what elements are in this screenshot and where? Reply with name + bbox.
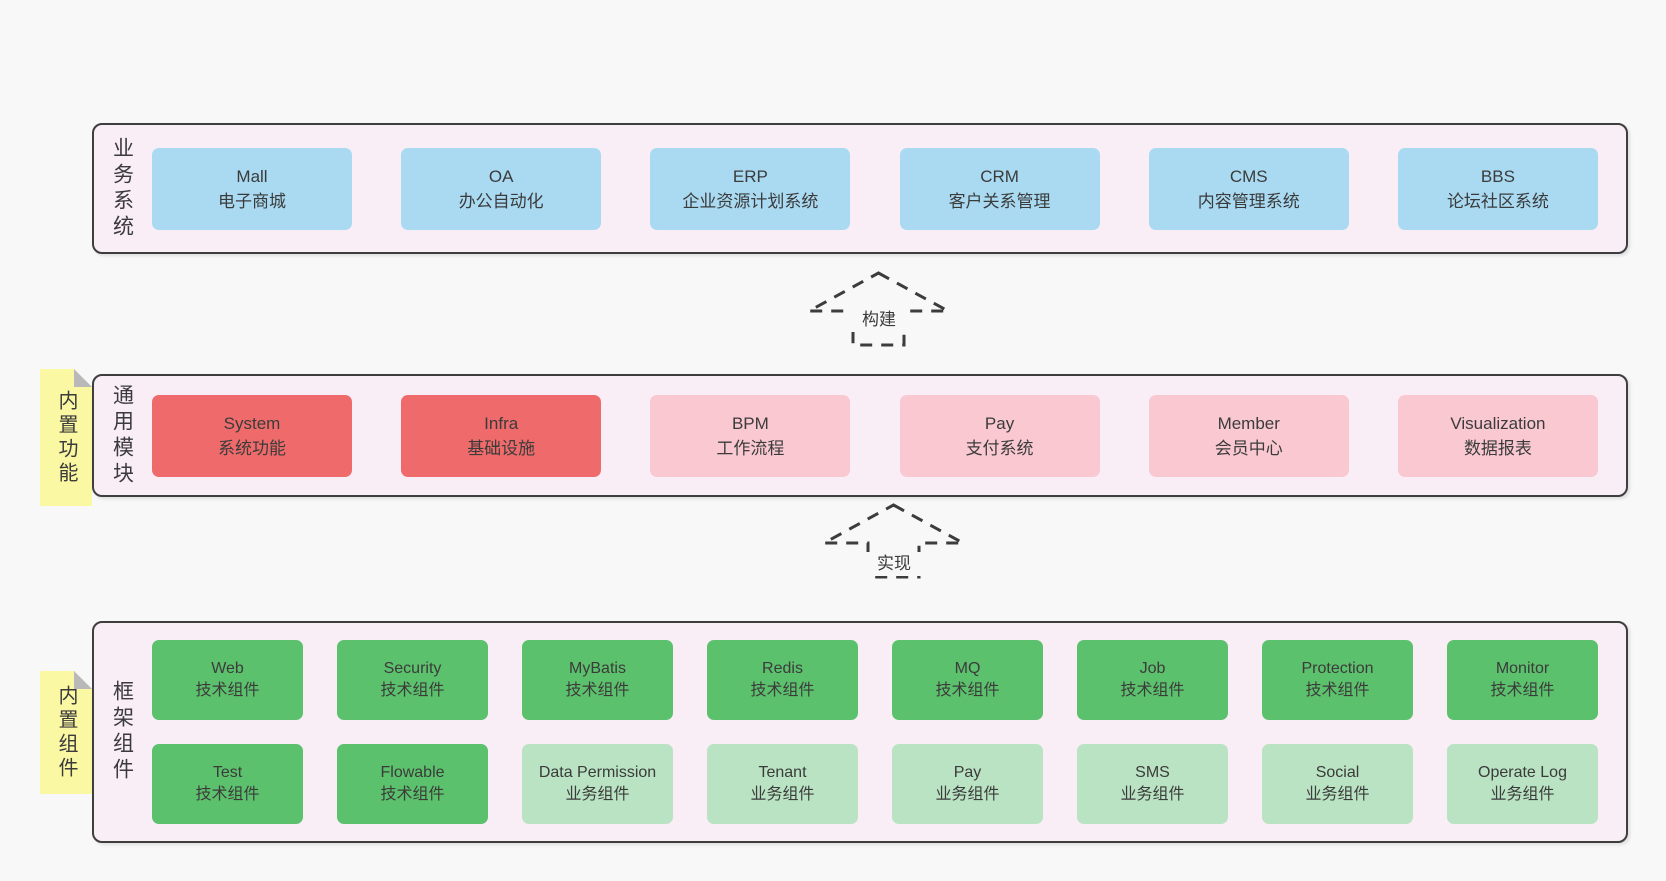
node-pay-business[interactable]: Pay 业务组件 <box>892 744 1043 824</box>
implement-arrow-icon <box>823 503 964 579</box>
node-operate-log[interactable]: Operate Log 业务组件 <box>1447 744 1598 824</box>
layer-framework-components: 框架组件 Web 技术组件 Security 技术组件 MyBatis 技术组件… <box>92 621 1628 843</box>
framework-components-grid: Web 技术组件 Security 技术组件 MyBatis 技术组件 Redi… <box>152 640 1598 824</box>
arrow-label-build: 构建 <box>851 308 907 332</box>
node-crm[interactable]: CRM 客户关系管理 <box>899 147 1100 230</box>
folded-corner-icon <box>74 369 92 387</box>
arrow-label-implement: 实现 <box>866 552 922 576</box>
layer-label-business-systems: 业务系统 <box>110 136 134 241</box>
node-flowable[interactable]: Flowable 技术组件 <box>337 744 488 824</box>
node-security[interactable]: Security 技术组件 <box>337 640 488 720</box>
layer-common-modules: 通用模块 System 系统功能 Infra 基础设施 BPM 工作流程 Pay… <box>92 374 1628 497</box>
node-protection[interactable]: Protection 技术组件 <box>1262 640 1413 720</box>
node-sms[interactable]: SMS 业务组件 <box>1077 744 1228 824</box>
node-monitor[interactable]: Monitor 技术组件 <box>1447 640 1598 720</box>
build-arrow-icon <box>808 271 949 347</box>
business-systems-row: Mall 电子商城 OA 办公自动化 ERP 企业资源计划系统 CRM 客户关系… <box>152 147 1598 230</box>
layer-label-common-modules: 通用模块 <box>110 383 134 488</box>
node-pay[interactable]: Pay 支付系统 <box>899 394 1100 477</box>
sticky-note-built-in-components[interactable]: 内置组件 <box>40 671 92 794</box>
sticky-note-label: 内置组件 <box>55 684 77 781</box>
framework-components-row-2: Test 技术组件 Flowable 技术组件 Data Permission … <box>152 744 1598 824</box>
node-test[interactable]: Test 技术组件 <box>152 744 303 824</box>
node-redis[interactable]: Redis 技术组件 <box>707 640 858 720</box>
node-erp[interactable]: ERP 企业资源计划系统 <box>650 147 851 230</box>
sticky-note-label: 内置功能 <box>55 389 77 486</box>
layer-business-systems: 业务系统 Mall 电子商城 OA 办公自动化 ERP 企业资源计划系统 CRM… <box>92 123 1628 254</box>
node-social[interactable]: Social 业务组件 <box>1262 744 1413 824</box>
node-cms[interactable]: CMS 内容管理系统 <box>1148 147 1349 230</box>
node-tenant[interactable]: Tenant 业务组件 <box>707 744 858 824</box>
sticky-note-built-in-features[interactable]: 内置功能 <box>40 369 92 506</box>
node-job[interactable]: Job 技术组件 <box>1077 640 1228 720</box>
node-visualization[interactable]: Visualization 数据报表 <box>1397 394 1598 477</box>
node-web[interactable]: Web 技术组件 <box>152 640 303 720</box>
node-infra[interactable]: Infra 基础设施 <box>401 394 602 477</box>
node-mq[interactable]: MQ 技术组件 <box>892 640 1043 720</box>
common-modules-row: System 系统功能 Infra 基础设施 BPM 工作流程 Pay 支付系统… <box>152 394 1598 477</box>
node-data-permission[interactable]: Data Permission 业务组件 <box>522 744 673 824</box>
node-member[interactable]: Member 会员中心 <box>1148 394 1349 477</box>
folded-corner-icon <box>74 671 92 689</box>
framework-components-row-1: Web 技术组件 Security 技术组件 MyBatis 技术组件 Redi… <box>152 640 1598 720</box>
node-mybatis[interactable]: MyBatis 技术组件 <box>522 640 673 720</box>
node-bpm[interactable]: BPM 工作流程 <box>650 394 851 477</box>
node-bbs[interactable]: BBS 论坛社区系统 <box>1397 147 1598 230</box>
node-mall[interactable]: Mall 电子商城 <box>152 147 352 230</box>
node-oa[interactable]: OA 办公自动化 <box>401 147 602 230</box>
layer-label-framework-components: 框架组件 <box>110 680 134 784</box>
node-system[interactable]: System 系统功能 <box>152 394 352 477</box>
